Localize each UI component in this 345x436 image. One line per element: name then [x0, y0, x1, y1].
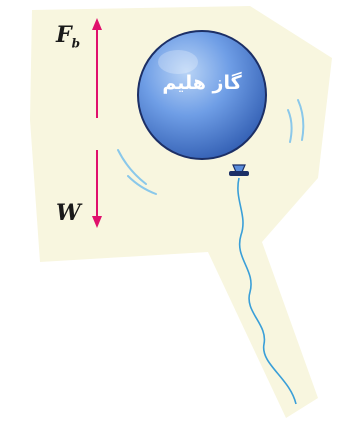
balloon-gas-label: گاز هلیم	[152, 72, 252, 94]
weight-force-label: W	[56, 200, 81, 226]
buoyant-force-symbol: F	[56, 22, 72, 48]
buoyant-force-label: Fb	[56, 22, 80, 50]
helium-balloon	[138, 31, 266, 159]
balloon-highlight	[158, 50, 198, 74]
buoyant-force-subscript: b	[72, 36, 80, 50]
